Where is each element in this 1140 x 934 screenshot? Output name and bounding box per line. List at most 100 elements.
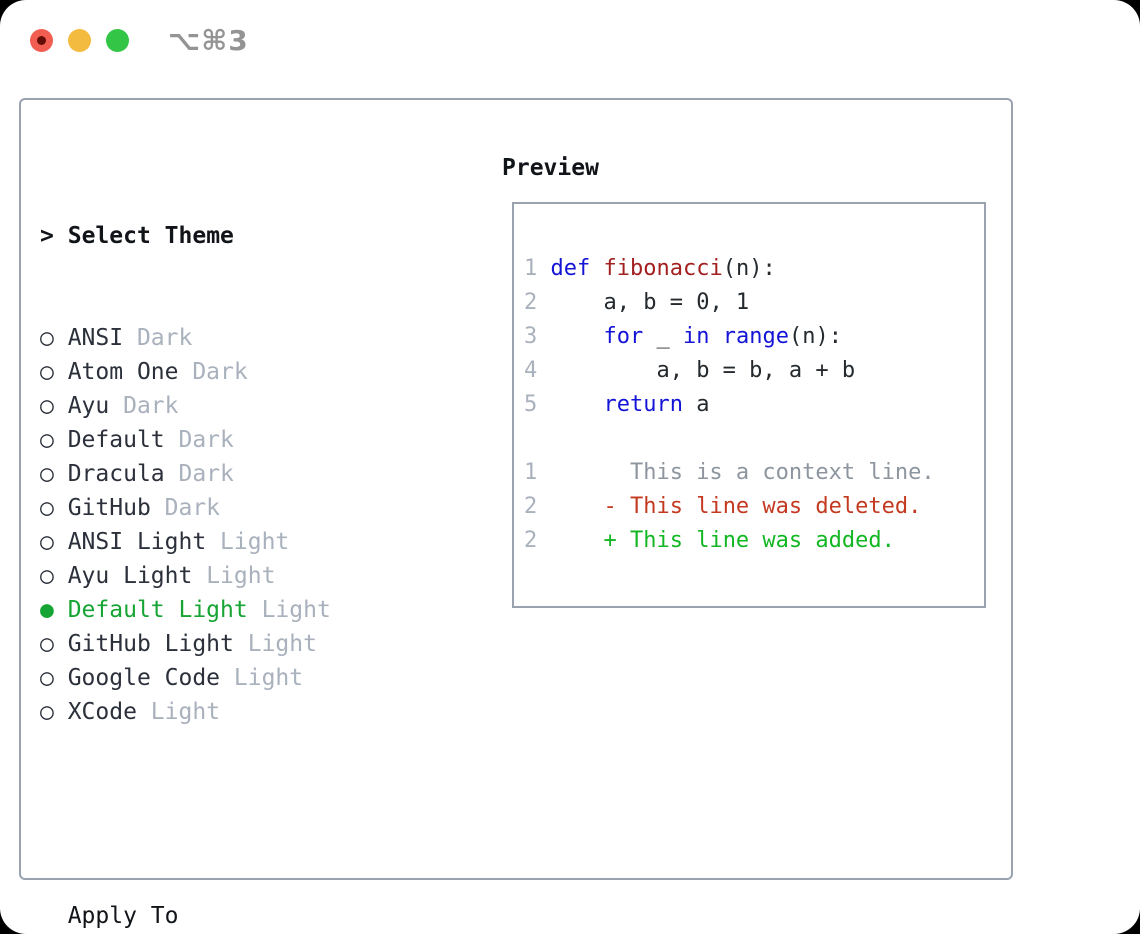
code-segment: + This line was added.	[603, 528, 895, 553]
theme-option-ansi-light[interactable]: ○ ANSI Light Light	[40, 525, 428, 559]
preview-title: Preview	[502, 155, 599, 181]
theme-list: ○ ANSI Dark○ Atom One Dark○ Ayu Dark○ De…	[40, 321, 428, 729]
radio-unselected-icon: ○	[40, 665, 54, 691]
code-segment: 2	[524, 494, 538, 519]
theme-option-default[interactable]: ○ Default Dark	[40, 423, 428, 457]
theme-option-atom-one[interactable]: ○ Atom One Dark	[40, 355, 428, 389]
theme-option-github-light[interactable]: ○ GitHub Light Light	[40, 627, 428, 661]
titlebar: ⌥⌘3	[30, 24, 249, 57]
code-segment: _	[643, 324, 683, 349]
option-tag: Light	[206, 529, 290, 555]
option-tag: Dark	[164, 427, 234, 453]
code-segment	[709, 324, 722, 349]
option-tag: Dark	[109, 393, 179, 419]
code-segment: fibonacci	[603, 256, 723, 281]
option-label: Atom One	[53, 359, 179, 385]
theme-option-ayu[interactable]: ○ Ayu Dark	[40, 389, 428, 423]
option-tag: Light	[136, 699, 221, 725]
select-theme-title	[54, 223, 68, 249]
theme-option-ayu-light[interactable]: ○ Ayu Light Light	[40, 559, 428, 593]
radio-unselected-icon: ○	[40, 325, 54, 351]
spacer	[40, 797, 428, 831]
theme-picker-panel: > Select Theme ○ ANSI Dark○ Atom One Dar…	[19, 98, 1013, 929]
code-segment: for	[603, 324, 644, 349]
option-tag: Light	[192, 563, 276, 589]
select-theme-header: > Select Theme	[40, 223, 234, 249]
option-tag: Dark	[123, 325, 193, 351]
radio-unselected-icon: ○	[40, 359, 54, 385]
option-label: ANSI Light	[53, 529, 207, 555]
code-line: 1 def fibonacci(n):	[524, 252, 984, 286]
option-label: ANSI	[53, 325, 124, 351]
code-segment: 4	[524, 358, 551, 383]
option-tag: Dark	[164, 461, 234, 487]
theme-option-dracula[interactable]: ○ Dracula Dark	[40, 457, 428, 491]
close-button[interactable]	[30, 28, 53, 52]
code-segment	[537, 528, 603, 553]
code-segment	[551, 324, 604, 349]
option-tag: Dark	[150, 495, 221, 521]
option-tag: Light	[220, 665, 304, 691]
code-line: 3 for _ in range(n):	[524, 320, 984, 354]
code-segment	[537, 494, 603, 519]
radio-unselected-icon: ○	[40, 699, 54, 725]
code-segment: in	[682, 324, 710, 349]
minimize-button[interactable]	[68, 28, 91, 52]
code-segment: return	[603, 392, 683, 417]
code-line: 2 - This line was deleted.	[524, 490, 984, 524]
code-segment: 5	[524, 392, 551, 417]
radio-unselected-icon: ○	[40, 461, 54, 487]
option-label: GitHub Light	[53, 631, 234, 657]
code-line: 2 a, b = 0, 1	[524, 286, 984, 320]
radio-unselected-icon: ○	[40, 563, 54, 589]
code-segment: 2	[524, 290, 551, 315]
code-segment	[551, 392, 604, 417]
theme-option-google-code[interactable]: ○ Google Code Light	[40, 661, 428, 695]
code-segment: 2	[524, 528, 538, 553]
option-label: Google Code	[53, 665, 221, 691]
option-label: Dracula	[53, 461, 165, 487]
option-label: Default Light	[53, 597, 248, 623]
code-segment: (n):	[722, 256, 776, 281]
option-label: Default	[53, 427, 165, 453]
window-title: ⌥⌘3	[168, 23, 249, 57]
radio-unselected-icon: ○	[40, 529, 54, 555]
code-segment: range	[722, 324, 789, 349]
theme-option-default-light[interactable]: ● Default Light Light	[40, 593, 428, 627]
option-label: Ayu Light	[53, 563, 193, 589]
code-line: 4 a, b = b, a + b	[524, 354, 984, 388]
code-segment: a, b = b, a + b	[550, 358, 856, 383]
code-line: 5 return a	[524, 388, 984, 422]
radio-unselected-icon: ○	[40, 495, 54, 521]
option-label: XCode	[53, 699, 137, 725]
code-segment: a, b = 0, 1	[550, 290, 750, 315]
close-dot-icon	[37, 35, 46, 45]
radio-unselected-icon: ○	[40, 427, 54, 453]
focus-caret-icon: >	[40, 223, 54, 249]
code-segment: (n):	[788, 324, 842, 349]
option-tag: Dark	[178, 359, 248, 385]
code-line: 1 This is a context line.	[524, 456, 984, 490]
code-segment: a	[682, 392, 710, 417]
radio-unselected-icon: ○	[40, 631, 54, 657]
apply-to-header: Apply To	[67, 903, 179, 929]
code-segment: This is a context line.	[537, 460, 935, 485]
code-segment: 1	[524, 460, 538, 485]
theme-option-xcode[interactable]: ○ XCode Light	[40, 695, 428, 729]
option-label: Ayu	[53, 393, 110, 419]
radio-selected-icon: ●	[40, 597, 54, 623]
option-label: GitHub	[53, 495, 151, 521]
theme-option-github[interactable]: ○ GitHub Dark	[40, 491, 428, 525]
code-line: 2 + This line was added.	[524, 524, 984, 558]
code-segment: - This line was deleted.	[603, 494, 922, 519]
selection-column: > Select Theme ○ ANSI Dark○ Atom One Dar…	[40, 151, 428, 934]
option-tag: Light	[247, 597, 331, 623]
radio-unselected-icon: ○	[40, 393, 54, 419]
zoom-button[interactable]	[106, 28, 129, 52]
theme-option-ansi[interactable]: ○ ANSI Dark	[40, 321, 428, 355]
option-tag: Light	[233, 631, 317, 657]
code-segment: 3	[524, 324, 551, 349]
